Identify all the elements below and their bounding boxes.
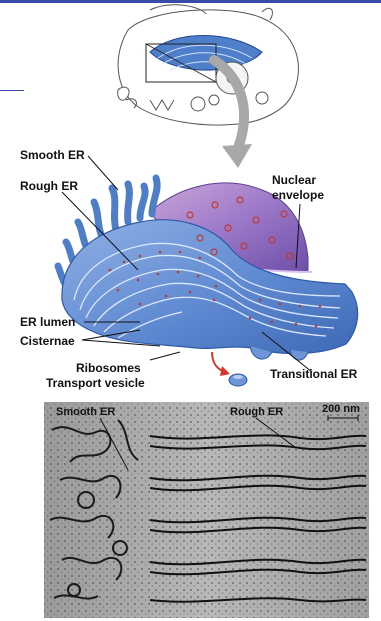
micrograph-label-rough-er: Rough ER [230, 406, 283, 418]
label-transport-vesicle: Transport vesicle [46, 376, 145, 390]
er-illustration [58, 178, 358, 386]
label-ribosomes: Ribosomes [76, 361, 141, 375]
label-smooth-er: Smooth ER [20, 148, 85, 162]
label-er-lumen: ER lumen [20, 315, 75, 329]
cell-thumbnail [118, 5, 299, 125]
label-rough-er: Rough ER [20, 179, 78, 193]
electron-micrograph [44, 402, 369, 618]
transport-vesicle [229, 374, 247, 386]
label-transitional-er: Transitional ER [270, 367, 358, 381]
label-nuclear-line2: envelope [272, 188, 324, 202]
label-cisternae: Cisternae [20, 334, 75, 348]
micrograph-label-smooth-er: Smooth ER [56, 406, 115, 418]
label-nuclear-line1: Nuclear [272, 173, 316, 187]
scale-bar-label: 200 nm [322, 403, 360, 415]
vesicle-arrow [212, 352, 230, 376]
